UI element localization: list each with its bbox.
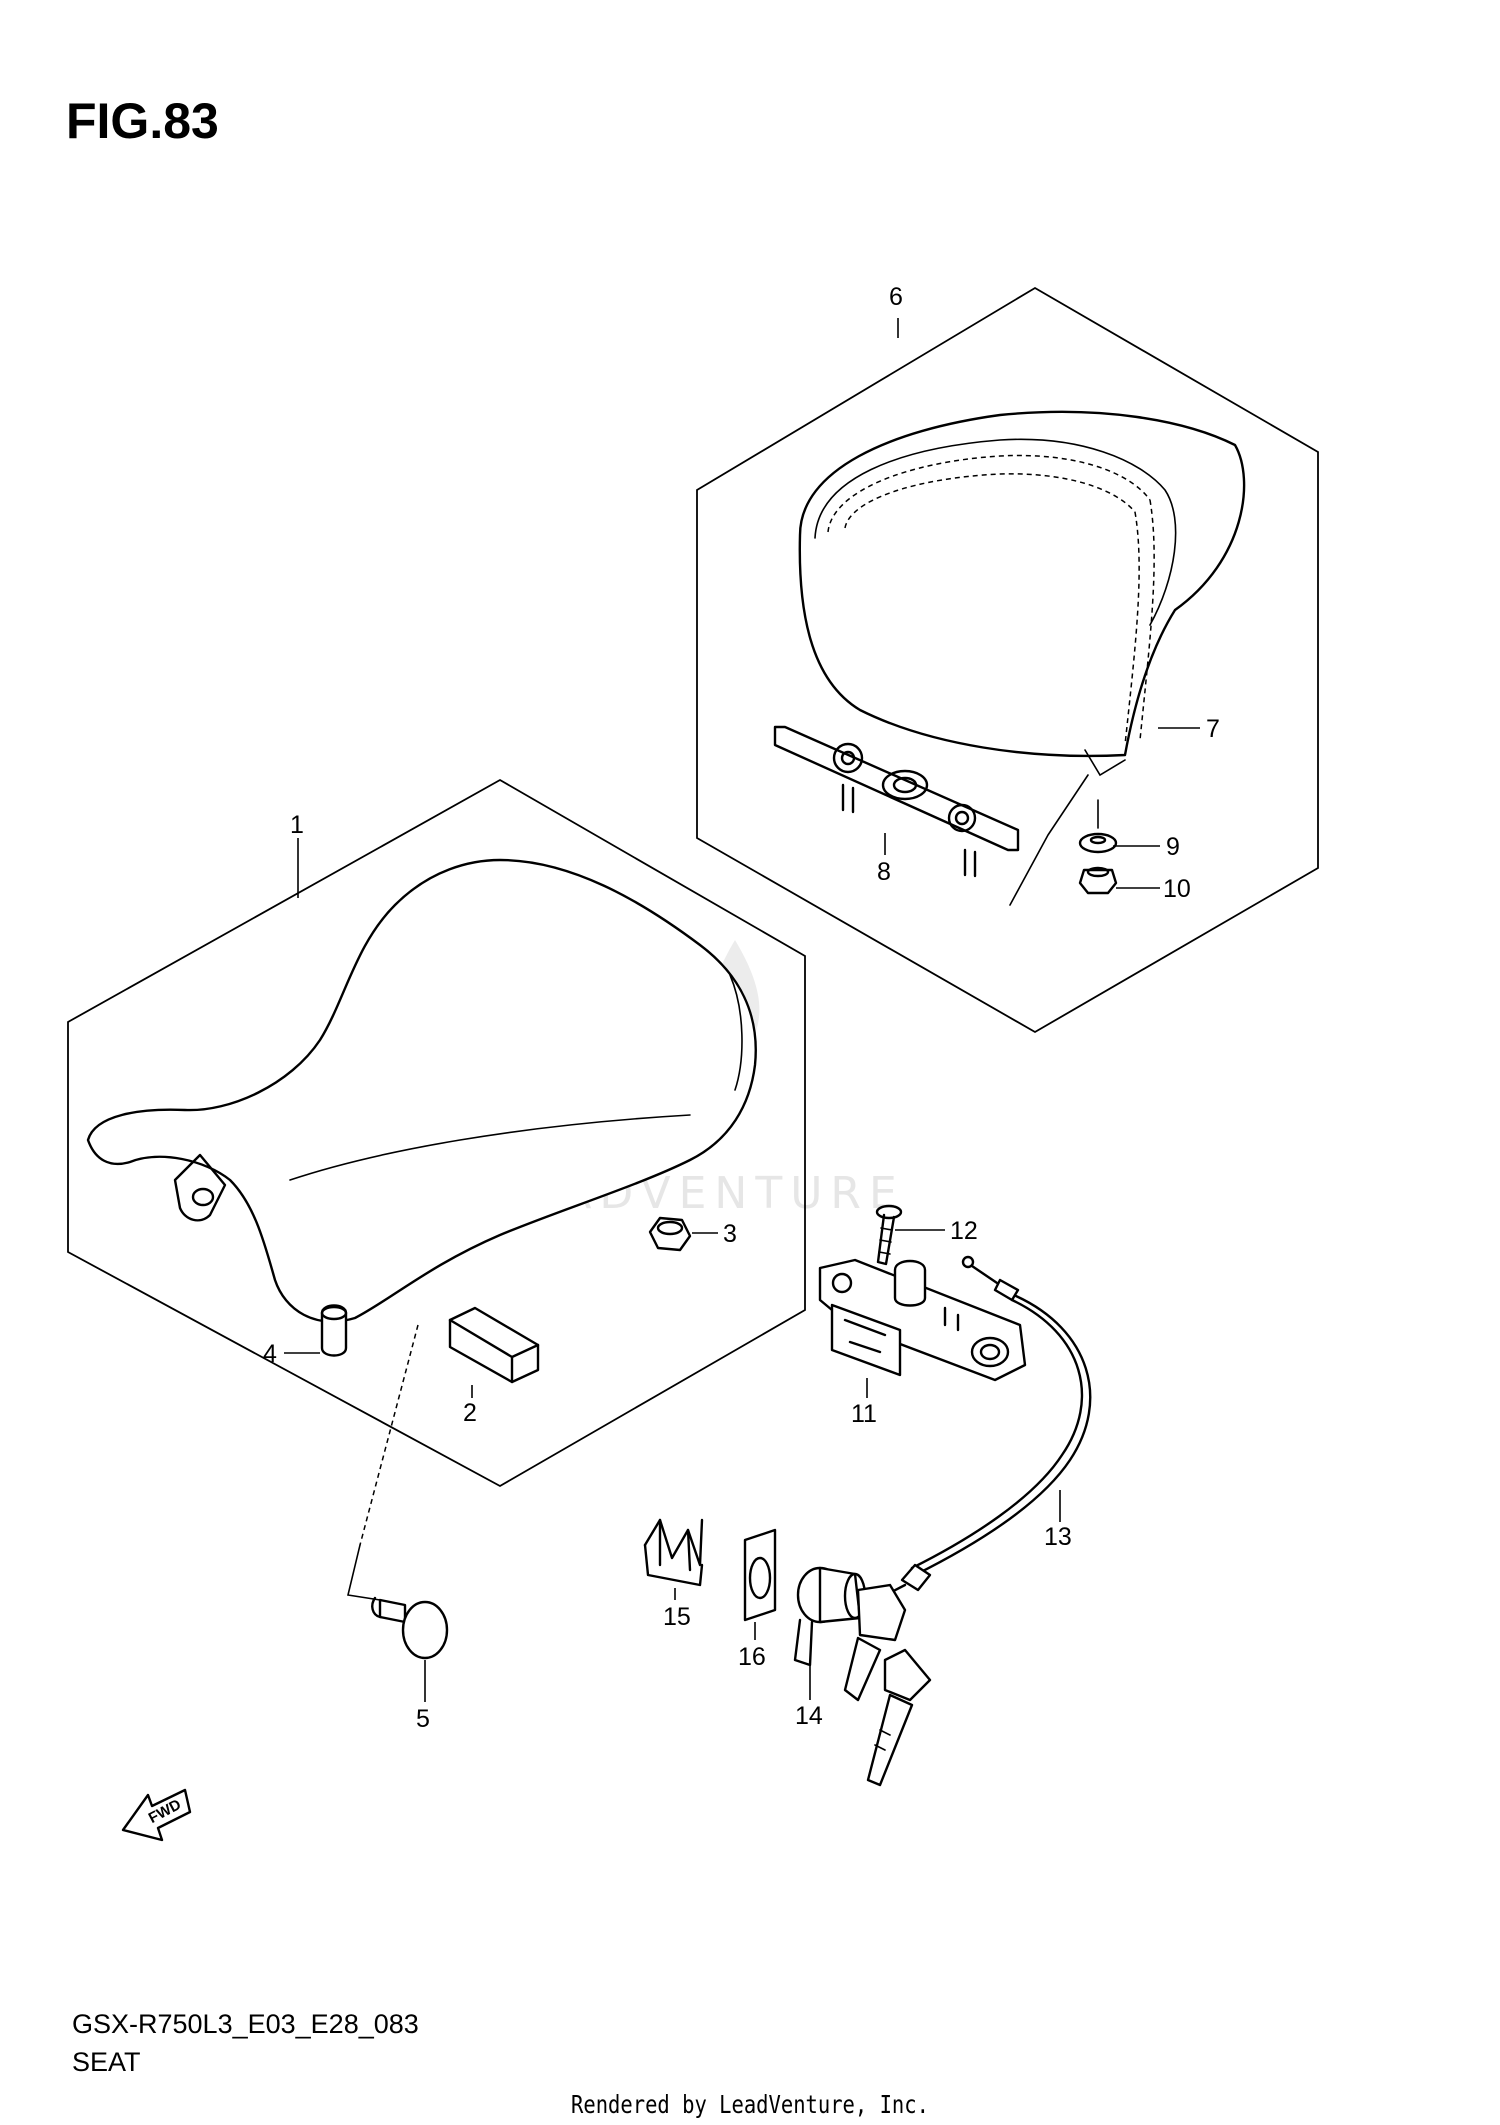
- section-name: SEAT: [72, 2047, 141, 2077]
- cushion-part-4: [320, 1304, 348, 1357]
- rendered-by-credit: Rendered by LeadVenture, Inc.: [571, 2090, 929, 2119]
- callout-5: 5: [416, 1705, 430, 1733]
- nut-part-10: [1078, 866, 1118, 895]
- callout-7: 7: [1206, 715, 1220, 743]
- fastener-guide-line: [359, 1324, 419, 1546]
- callout-11: 11: [851, 1400, 877, 1428]
- model-code: GSX-R750L3_E03_E28_083: [72, 2009, 419, 2039]
- front-seat-group-outline: [67, 778, 806, 1488]
- seat-lock-part-11: [818, 1258, 1027, 1382]
- rubber-part-2: [448, 1306, 540, 1398]
- callout-8: 8: [877, 858, 891, 886]
- callout-16: 16: [738, 1643, 766, 1671]
- fastener-guide-line-lower: [347, 1544, 381, 1601]
- callout-2: 2: [463, 1399, 477, 1427]
- callout-1: 1: [290, 811, 304, 839]
- bolt-part-12: [875, 1204, 903, 1266]
- callout-12: 12: [950, 1217, 978, 1245]
- rear-seat-bracket-part-8: [773, 725, 1089, 906]
- washer-part-9: [1078, 799, 1118, 854]
- rear-seat-group-outline: [696, 286, 1319, 1034]
- cushion-part-3: [648, 1216, 692, 1252]
- bracket-part-15: [643, 1518, 704, 1587]
- rear-seat-part-7: [798, 410, 1246, 777]
- callout-13: 13: [1044, 1523, 1072, 1551]
- callout-14: 14: [795, 1702, 823, 1730]
- fastener-part-5: [371, 1596, 449, 1660]
- figure-title: FIG.83: [66, 93, 219, 149]
- callout-3: 3: [723, 1220, 737, 1248]
- front-seat-part-1: [86, 858, 757, 1323]
- plate-part-16: [743, 1528, 777, 1622]
- callout-9: 9: [1166, 833, 1180, 861]
- callout-10: 10: [1163, 875, 1191, 903]
- callout-6: 6: [889, 283, 903, 311]
- key-cylinder-part-14: [793, 1566, 932, 1787]
- callout-15: 15: [663, 1603, 691, 1631]
- fwd-arrow-badge: FWD: [121, 1788, 192, 1842]
- callout-4: 4: [263, 1340, 277, 1368]
